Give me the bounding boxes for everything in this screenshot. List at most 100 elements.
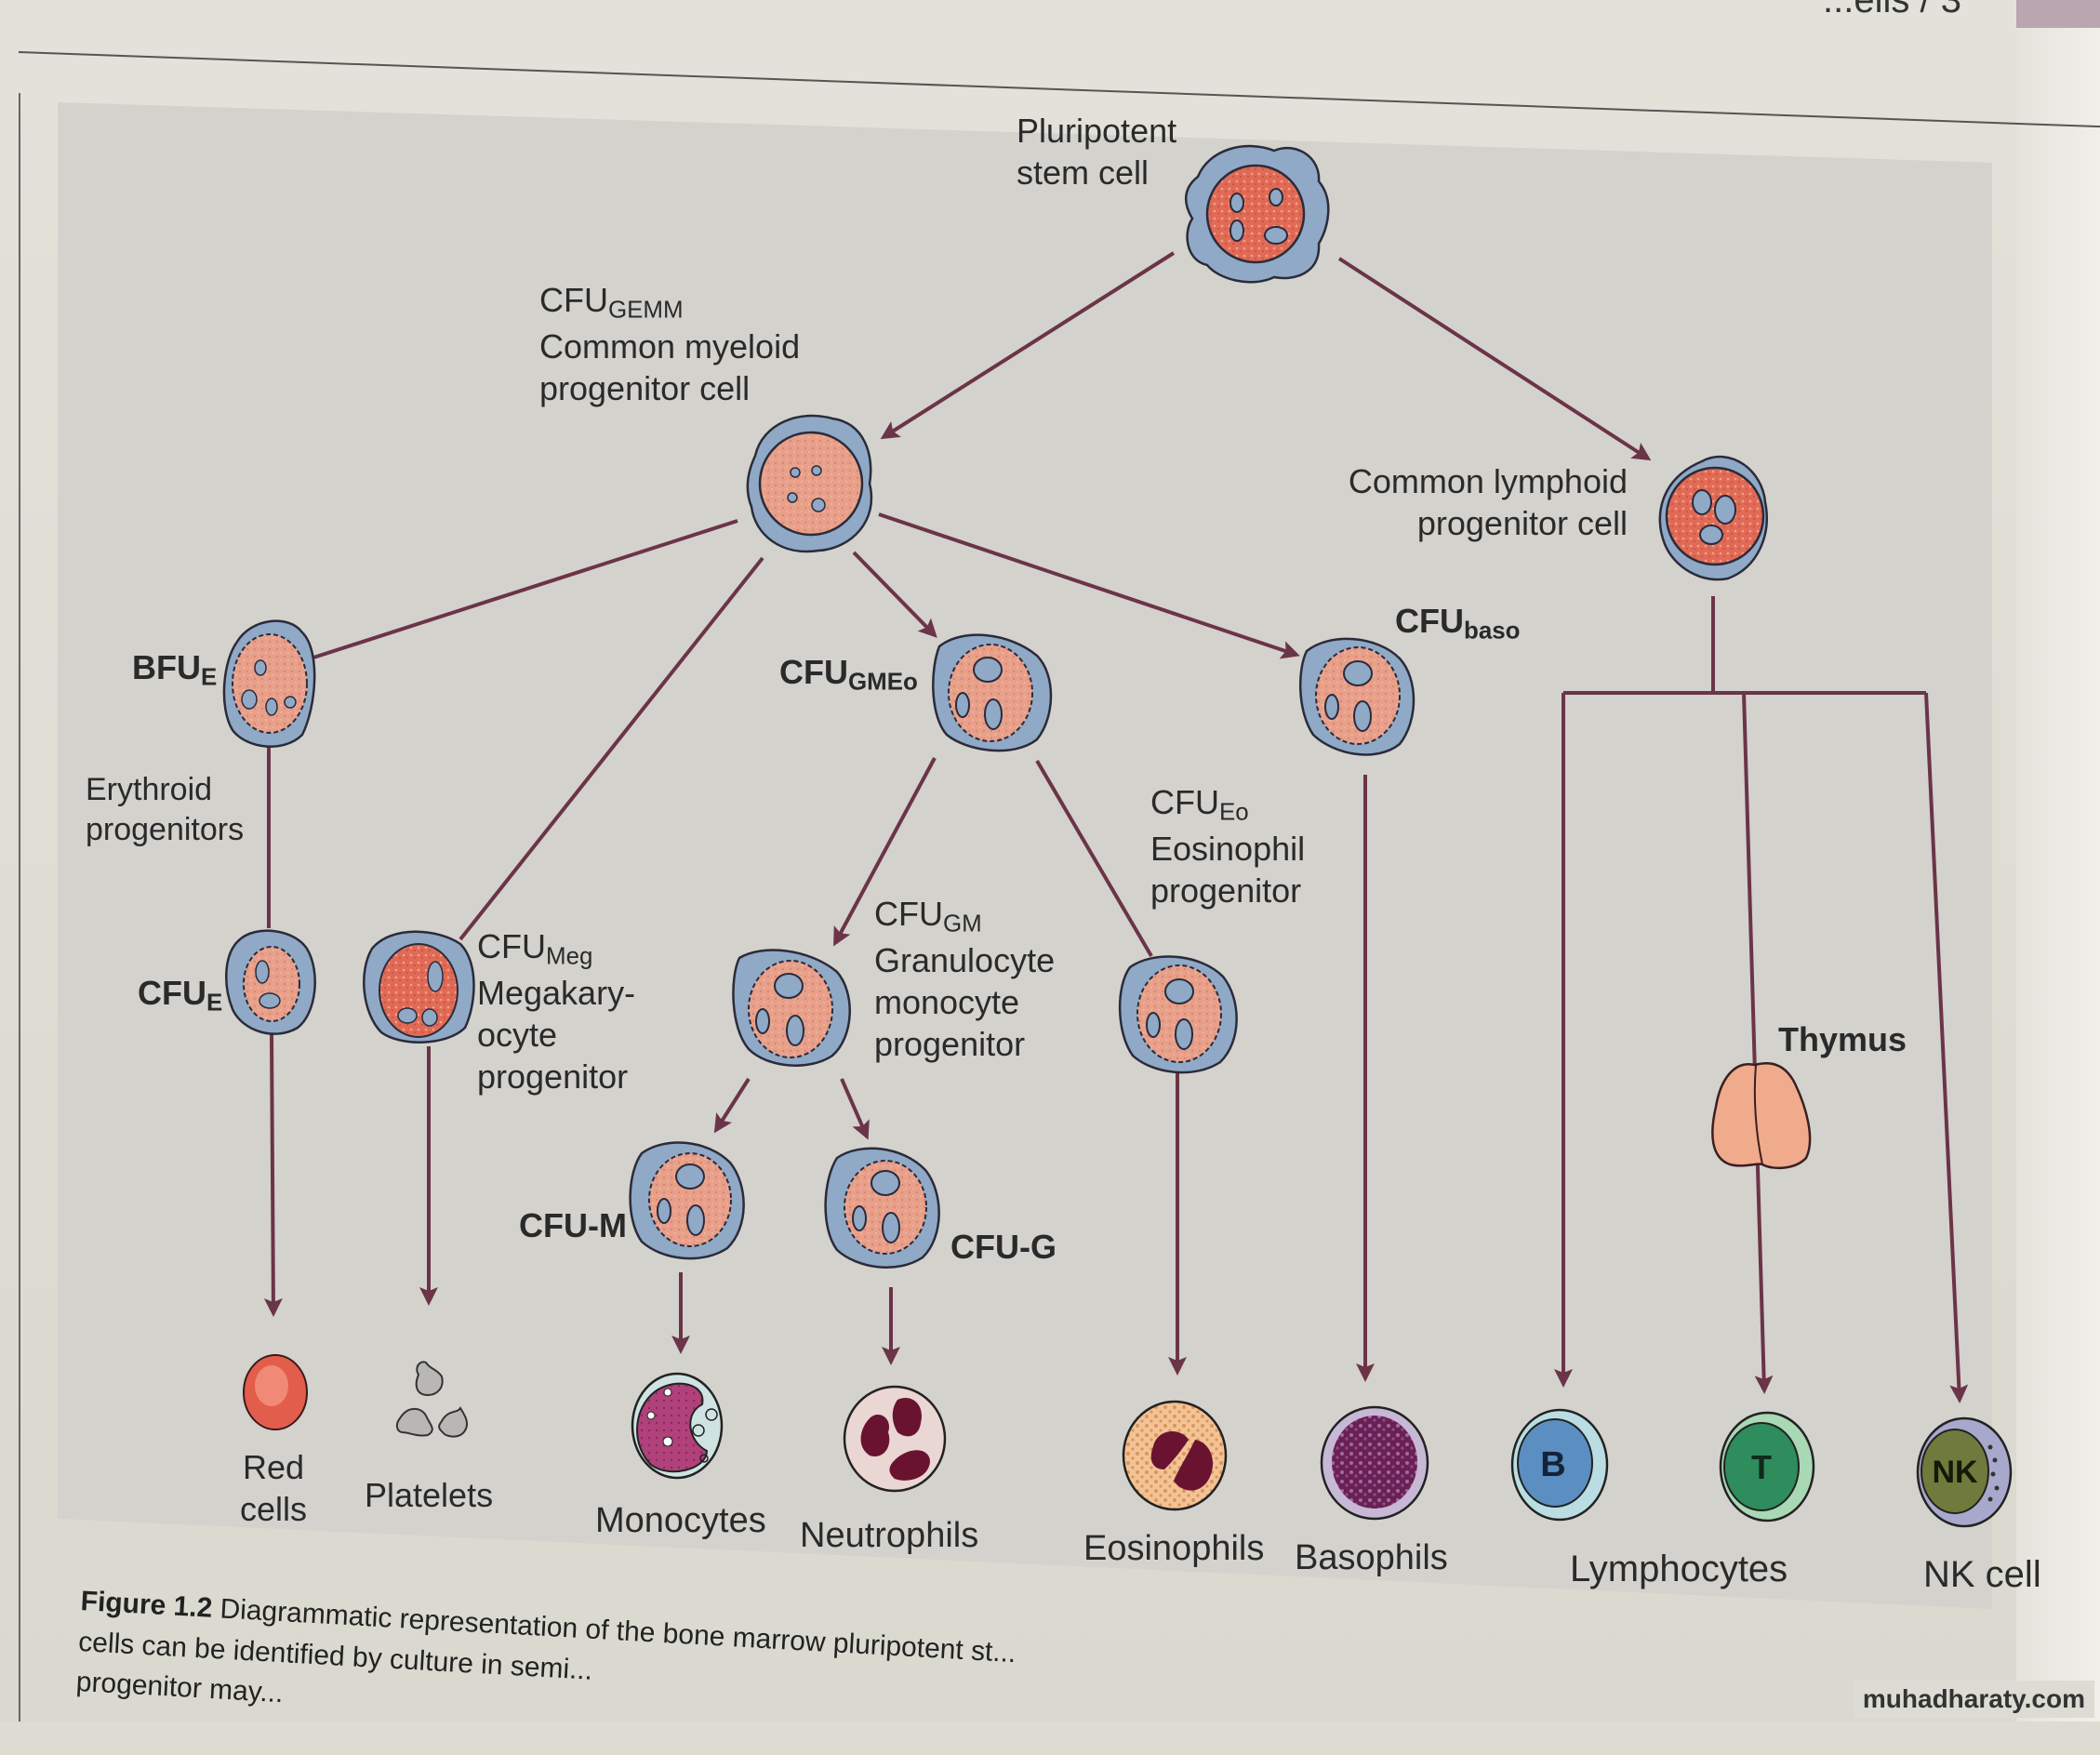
code-text: CFU (138, 974, 206, 1012)
label-basophils: Basophils (1295, 1538, 1448, 1577)
label-platelets: Platelets (365, 1476, 494, 1514)
eosinophil-icon (1122, 1400, 1228, 1511)
arrow-gemm-to-baso (878, 512, 1300, 659)
arrow-gmeo-to-gm (833, 757, 937, 947)
page-edge (2016, 0, 2100, 1722)
code-text: CFU (539, 281, 608, 319)
red-blood-cell-icon (243, 1354, 308, 1430)
label-code: CFUMeg (477, 925, 635, 972)
label-line: progenitor cell (539, 368, 751, 407)
watermark: muhadharaty.com (1853, 1681, 2094, 1718)
line-gemm-to-bfue (310, 519, 738, 660)
lineage-arrows (263, 251, 1969, 1403)
label-line: Erythroid (86, 772, 213, 807)
figure-frame-left (19, 93, 20, 1722)
cell-cfu-gemm (746, 414, 873, 553)
label-code: CFUGEMM (539, 279, 800, 326)
code-subscript: E (206, 990, 223, 1017)
code-subscript: E (201, 664, 218, 691)
code-text: CFU (477, 927, 546, 965)
label-thymus: Thymus (1778, 1020, 1907, 1058)
nk-cell-icon: NK (1916, 1416, 2013, 1528)
code-subscript: GM (943, 911, 982, 937)
cell-cfu-g (824, 1147, 940, 1269)
code-text: CFU (1395, 602, 1464, 640)
code-subscript: GEMM (608, 297, 684, 324)
label-line: Granulocyte (874, 940, 1056, 979)
label-cfu-gmeo: CFUGMEo (779, 651, 918, 698)
label-code: CFUGM (874, 893, 1055, 939)
code-subscript: GMEo (848, 669, 918, 696)
label-line: progenitor cell (1416, 504, 1628, 542)
cell-bfu-e (222, 619, 316, 748)
label-cfu-gemm: CFUGEMM Common myeloid progenitor cell (539, 279, 800, 409)
cell-common-lymphoid (1658, 455, 1768, 581)
label-eosinophils: Eosinophils (1083, 1529, 1265, 1568)
label-line: Eosinophil (1150, 829, 1306, 868)
thymus-icon (1711, 1061, 1812, 1170)
label-lymphocytes: Lymphocytes (1570, 1549, 1788, 1589)
code-subscript: Meg (546, 943, 593, 970)
code-subscript: Eo (1219, 799, 1249, 826)
label-line: Pluripotent (1017, 112, 1177, 150)
label-nk-cell: NK cell (1923, 1554, 2041, 1595)
basophil-icon (1320, 1405, 1429, 1521)
cell-cfu-gmeo (932, 633, 1053, 752)
label-line: Megakary- (477, 973, 636, 1012)
code-text: CFU (874, 895, 943, 933)
label-cfu-m: CFU-M (519, 1206, 627, 1244)
label-cfu-gm: CFUGM Granulocyte monocyte progenitor (874, 893, 1055, 1065)
label-red-cells: Red cells (240, 1446, 307, 1530)
label-line: progenitor (874, 1024, 1026, 1063)
arrow-to-nk-cell (1924, 692, 1969, 1403)
code-text: BFU (132, 648, 201, 686)
arrow-stem-to-gemm (880, 251, 1176, 440)
arrow-gm-to-cfum (713, 1077, 751, 1134)
figure-panel (58, 102, 1992, 1609)
monocyte-icon (631, 1372, 724, 1480)
b-cell-letter: B (1540, 1445, 1565, 1484)
label-neutrophils: Neutrophils (800, 1516, 979, 1555)
cell-cfu-m (629, 1141, 745, 1260)
label-common-lymphoid: Common lymphoid progenitor cell (1339, 460, 1628, 544)
nk-cell-letters: NK (1932, 1455, 1978, 1490)
label-line: Common lymphoid (1348, 462, 1628, 500)
label-bfu-e: BFUE (132, 646, 217, 693)
line-gmeo-to-eo (1035, 759, 1153, 958)
platelets-icon (395, 1361, 469, 1438)
cell-cfu-meg (363, 930, 475, 1044)
page-tab-mark (2016, 0, 2100, 28)
b-lymphocyte-icon: B (1510, 1408, 1609, 1522)
label-cfu-e: CFUE (138, 972, 222, 1018)
code-text: CFU (1150, 783, 1219, 821)
label-cfu-eo: CFUEo Eosinophil progenitor (1150, 781, 1305, 911)
line-gemm-to-meg (459, 556, 764, 941)
label-monocytes: Monocytes (595, 1501, 766, 1540)
cell-cfu-e (225, 929, 316, 1035)
label-line: Common myeloid (539, 326, 801, 366)
label-line: progenitors (86, 811, 245, 847)
t-lymphocyte-icon: T (1719, 1411, 1815, 1522)
cell-pluripotent-stem (1184, 144, 1330, 284)
cell-cfu-eo (1118, 955, 1238, 1074)
label-line: Red (242, 1448, 305, 1486)
arrow-to-t-cell (1742, 692, 1774, 1394)
arrow-gemm-to-gmeo (852, 551, 937, 638)
figure-number: Figure 1.2 (79, 1585, 214, 1624)
cell-cfu-baso (1298, 637, 1416, 756)
t-cell-letter: T (1751, 1448, 1772, 1486)
label-cfu-baso: CFUbaso (1395, 600, 1520, 646)
label-cfu-g: CFU-G (950, 1228, 1057, 1266)
label-line: stem cell (1017, 153, 1150, 192)
code-subscript: baso (1464, 618, 1521, 645)
cell-cfu-gm (732, 949, 851, 1067)
arrow-stem-to-lymphoid (1337, 257, 1652, 461)
code-text: CFU (779, 653, 848, 691)
label-cfu-meg: CFUMeg Megakary- ocyte progenitor (477, 925, 635, 1097)
label-erythroid-progenitors: Erythroid progenitors (86, 770, 244, 849)
label-line: cells (240, 1490, 308, 1528)
label-code: CFUEo (1150, 781, 1305, 828)
arrow-gm-to-cfug (840, 1078, 870, 1140)
label-line: progenitor (477, 1057, 629, 1096)
